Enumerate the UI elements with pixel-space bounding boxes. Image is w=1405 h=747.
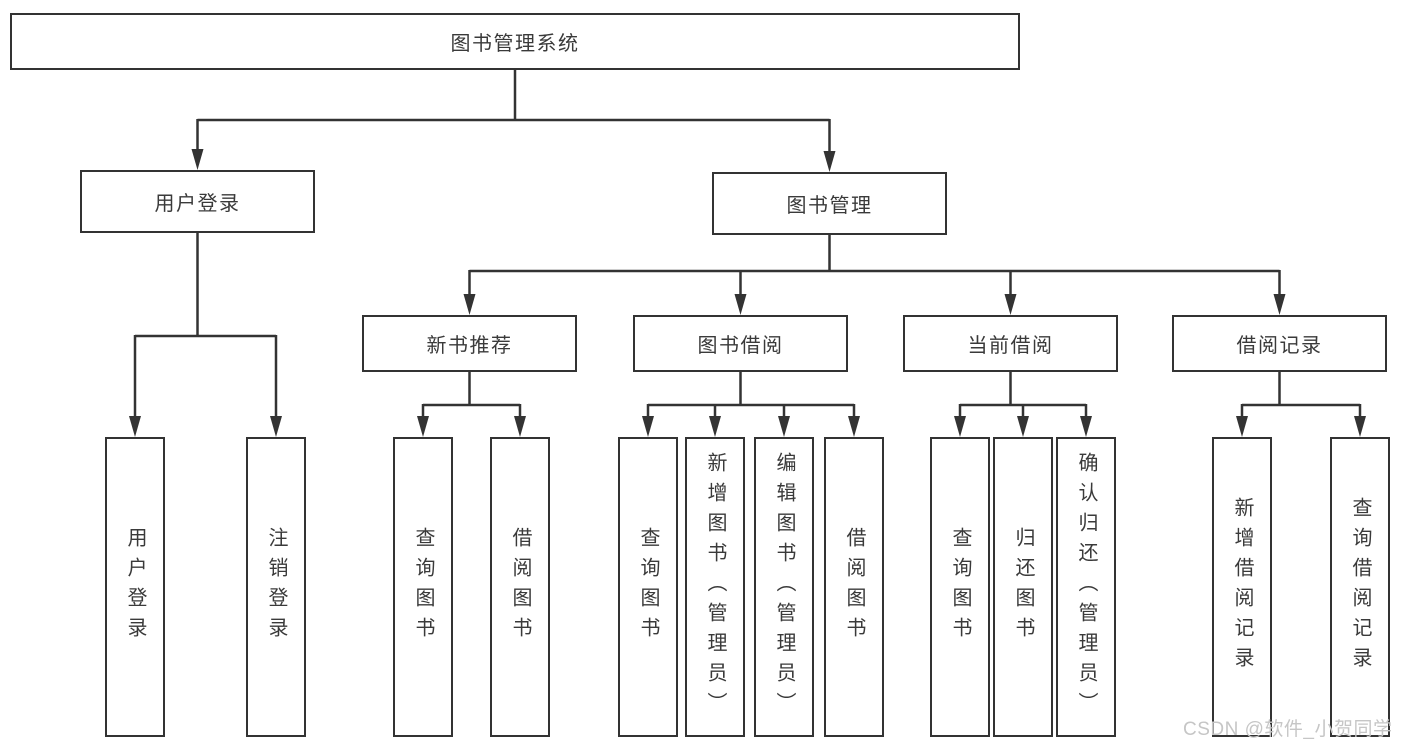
leaf-borrow-book-recommend: 借阅图书 [490, 437, 550, 737]
csdn-watermark: CSDN @软件_小贺同学 [1183, 719, 1393, 740]
leaf-edit-book-admin: 编辑图书（管理员） [754, 437, 814, 737]
node-borrowing-records-label: 借阅记录 [1236, 335, 1323, 357]
leaf-query-book-borrowing-label: 查询图书 [637, 527, 659, 647]
leaf-add-book-admin: 新增图书（管理员） [685, 437, 745, 737]
leaf-logout: 注销登录 [246, 437, 306, 737]
leaf-borrow-book-recommend-label: 借阅图书 [509, 527, 531, 647]
leaf-confirm-return-admin: 确认归还（管理员） [1056, 437, 1116, 737]
node-borrowing-records: 借阅记录 [1172, 315, 1387, 372]
leaf-query-book-recommend: 查询图书 [393, 437, 453, 737]
leaf-add-borrow-record: 新增借阅记录 [1212, 437, 1272, 737]
node-library-system-label: 图书管理系统 [450, 33, 580, 55]
node-current-borrowing-label: 当前借阅 [967, 335, 1054, 357]
node-new-book-recommend: 新书推荐 [362, 315, 577, 372]
leaf-return-book: 归还图书 [993, 437, 1053, 737]
leaf-user-login: 用户登录 [105, 437, 165, 737]
leaf-return-book-label: 归还图书 [1012, 527, 1034, 647]
leaf-user-login-label: 用户登录 [124, 527, 146, 647]
node-new-book-recommend-label: 新书推荐 [426, 335, 513, 357]
leaf-query-borrow-record-label: 查询借阅记录 [1349, 497, 1371, 677]
leaf-logout-label: 注销登录 [265, 527, 287, 647]
node-book-borrowing-label: 图书借阅 [697, 335, 784, 357]
leaf-add-book-admin-label: 新增图书（管理员） [704, 452, 726, 722]
leaf-query-borrow-record: 查询借阅记录 [1330, 437, 1390, 737]
node-library-system: 图书管理系统 [10, 13, 1020, 70]
leaf-query-book-current: 查询图书 [930, 437, 990, 737]
leaf-query-book-current-label: 查询图书 [949, 527, 971, 647]
node-user-login-label: 用户登录 [154, 193, 241, 215]
node-user-login: 用户登录 [80, 170, 315, 233]
leaf-query-book-recommend-label: 查询图书 [412, 527, 434, 647]
node-book-management-label: 图书管理 [786, 195, 873, 217]
node-book-management: 图书管理 [712, 172, 947, 235]
leaf-add-borrow-record-label: 新增借阅记录 [1231, 497, 1253, 677]
leaf-confirm-return-admin-label: 确认归还（管理员） [1075, 452, 1097, 722]
node-book-borrowing: 图书借阅 [633, 315, 848, 372]
leaf-query-book-borrowing: 查询图书 [618, 437, 678, 737]
node-current-borrowing: 当前借阅 [903, 315, 1118, 372]
leaf-borrow-book-label: 借阅图书 [843, 527, 865, 647]
leaf-edit-book-admin-label: 编辑图书（管理员） [773, 452, 795, 722]
leaf-borrow-book: 借阅图书 [824, 437, 884, 737]
